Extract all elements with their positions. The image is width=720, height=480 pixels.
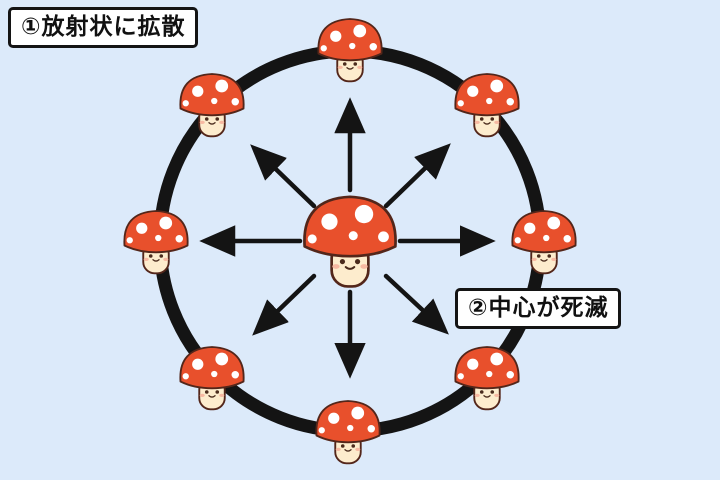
mushroom-icon-top <box>317 18 383 83</box>
mushroom-icon-left <box>123 210 189 275</box>
arrow-group <box>199 97 496 379</box>
arrow-up-left-icon <box>250 144 317 209</box>
arrow-down-right-icon <box>383 273 449 335</box>
arrow-up-right-icon <box>383 143 451 209</box>
label-radial-spread: ①放射状に拡散 <box>8 7 199 49</box>
mushroom-icon-right <box>511 210 577 275</box>
mushroom-icon-bottom <box>315 400 381 465</box>
mushroom-icon-center <box>303 195 397 288</box>
label-center-dies: ②中心が死滅 <box>455 288 622 330</box>
arrow-down-left-icon <box>252 273 317 336</box>
mushroom-icon-top-left <box>179 73 245 138</box>
mushroom-icon-bottom-left <box>179 346 245 411</box>
